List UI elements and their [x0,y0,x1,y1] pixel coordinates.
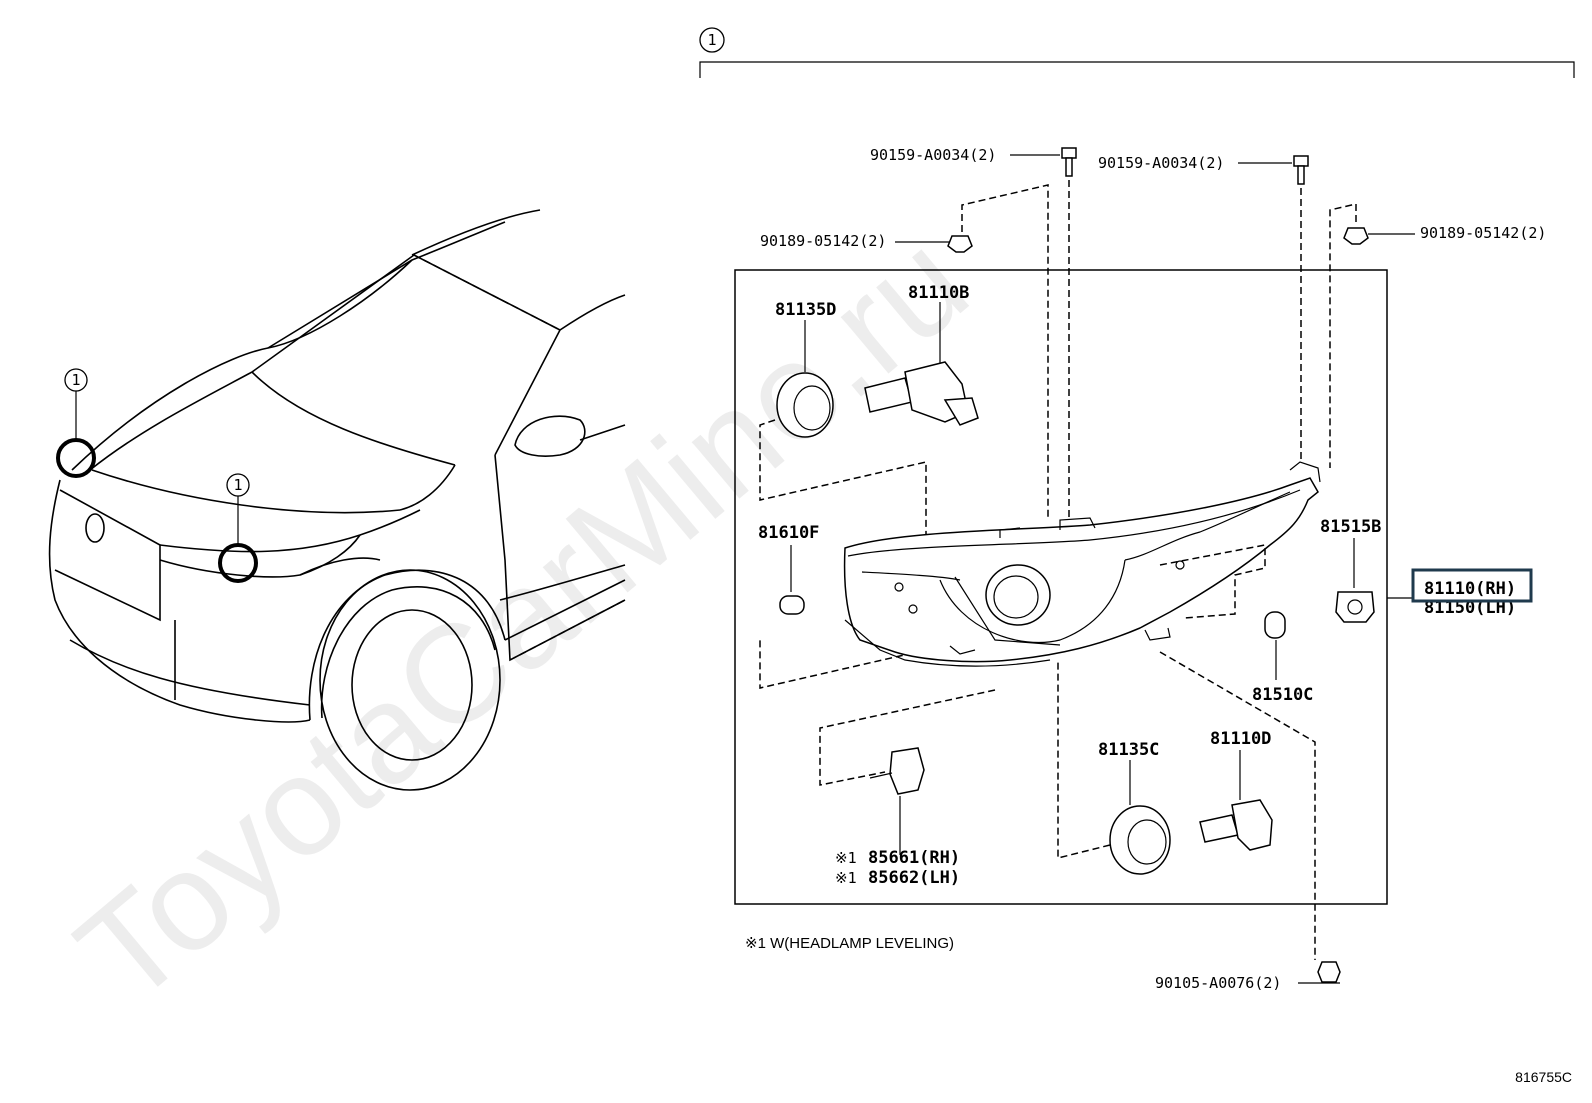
label-headlamp-lh[interactable]: 81150(LH) [1424,598,1516,618]
fastener-group-top: 90159-A0034(2) 90159-A0034(2) 90189-0514… [760,146,1546,520]
label-81135D: 81135D [775,300,836,320]
label-81110B: 81110B [908,283,969,303]
assembly-bracket: 1 [699,27,1575,78]
part-81135D: 81135D [759,300,927,689]
footnote: ※1 W(HEADLAMP LEVELING) [745,935,954,952]
label-clip-right: 90189-05142(2) [1420,224,1546,242]
screw-icon [1293,155,1309,185]
part-81110B: 81110B [864,283,979,426]
fastener-bottom: 90105-A0076(2) [1155,651,1341,992]
callout-circle-left [56,438,96,478]
clip-icon [947,235,973,253]
label-screw-bottom: 90105-A0076(2) [1155,974,1281,992]
headlamp-part-numbers[interactable]: 81150(LH) 81110(RH) [1387,568,1533,618]
label-81110D: 81110D [1210,729,1271,749]
leveling-prefix-rh: ※1 [835,849,857,867]
part-leveling-motor: ※1 85661(RH) ※1 85662(LH) [819,689,996,888]
vehicle-illustration: 1 1 [48,209,626,791]
part-81510C: 81510C [1252,611,1313,705]
label-81135C: 81135C [1098,740,1159,760]
label-headlamp-rh[interactable]: 81110(RH) [1424,579,1516,599]
screw-icon [1061,147,1077,177]
leveling-prefix-lh: ※1 [835,869,857,887]
clip-icon [1343,227,1369,245]
label-screw-top-left: 90159-A0034(2) [870,146,996,164]
label-81610F: 81610F [758,523,819,543]
label-leveling-lh: 85662(LH) [868,868,960,888]
label-leveling-rh: 85661(RH) [868,848,960,868]
screw-icon [1317,961,1341,983]
part-81110D: 81110D [1199,729,1273,851]
label-screw-top-right: 90159-A0034(2) [1098,154,1224,172]
highlight-box [1411,568,1533,603]
part-81135C: 81135C [1057,660,1171,875]
kit-box [734,269,1388,905]
vehicle-callout-1: 1 [71,371,80,389]
part-81610F: 81610F [758,523,819,615]
headlamp-assembly [843,461,1321,667]
part-81515B: 81515B [1320,517,1381,623]
diagram-id: 816755C [1515,1069,1572,1085]
vehicle-callout-2: 1 [233,476,242,494]
label-clip-left: 90189-05142(2) [760,232,886,250]
label-81515B: 81515B [1320,517,1381,537]
assembly-callout: 1 [707,31,716,49]
label-81510C: 81510C [1252,685,1313,705]
